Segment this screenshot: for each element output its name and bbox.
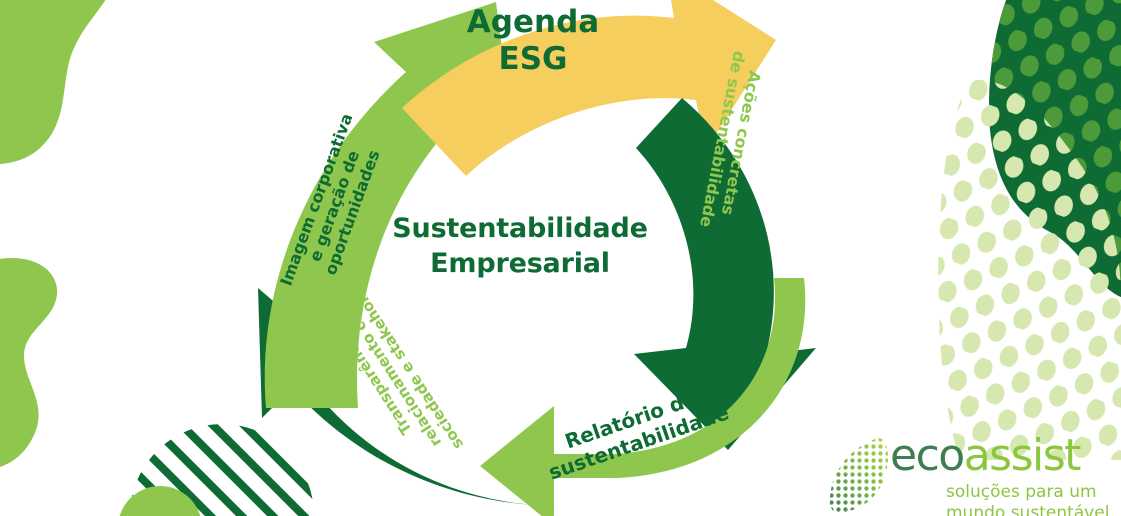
- logo-tagline-line2: mundo sustentável: [946, 503, 1110, 516]
- arrow-relatorio: [480, 278, 806, 516]
- blob-left-bottom-shape: [0, 258, 58, 467]
- blob-top-left-shape: [0, 0, 106, 165]
- logo-eco-text: eco: [890, 430, 965, 481]
- arrow-agenda-esg: [402, 0, 776, 176]
- center-label-line2: Empresarial: [430, 247, 610, 279]
- agenda-esg-heading: Agenda ESG: [418, 4, 648, 77]
- logo-wordmark: ecoassist: [890, 434, 1081, 478]
- leaf-halftone-icon: [829, 438, 888, 513]
- logo-tagline-line1: soluções para um: [946, 482, 1097, 502]
- logo-assist-text: assist: [963, 430, 1082, 481]
- agenda-esg-line2: ESG: [498, 40, 568, 77]
- ecoassist-logo: ecoassist soluções para um mundo sustent…: [828, 432, 1118, 516]
- center-label-line1: Sustentabilidade: [392, 213, 648, 244]
- dot-circle-bottom-left-shape: [119, 486, 201, 516]
- center-label: Sustentabilidade Empresarial: [360, 212, 680, 281]
- logo-tagline: soluções para um mundo sustentável: [946, 482, 1109, 516]
- agenda-esg-line1: Agenda: [466, 4, 600, 40]
